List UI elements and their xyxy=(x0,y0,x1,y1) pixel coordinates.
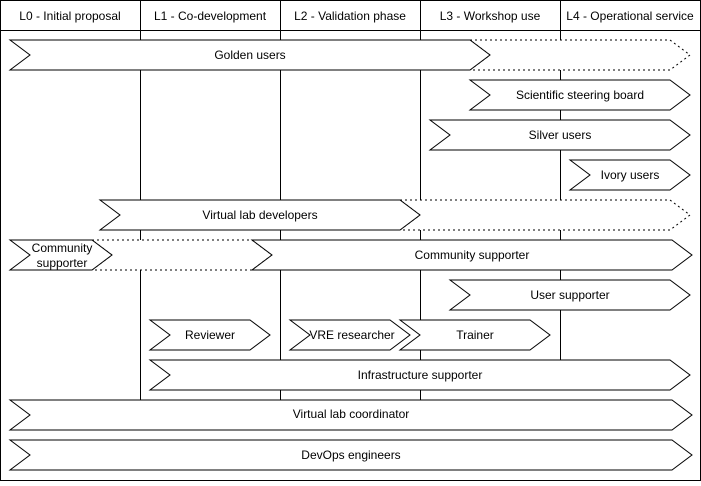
virtual-lab-developers-arrow xyxy=(98,199,421,231)
community-supporter-early-label-line-1: Community xyxy=(32,241,93,255)
phase-header-l2: L2 - Validation phase xyxy=(294,9,406,23)
phase-header-l1: L1 - Co-development xyxy=(154,9,267,23)
devops-engineers-label: DevOps engineers xyxy=(301,448,400,462)
user-supporter-arrow xyxy=(448,279,691,311)
scientific-steering-board-label: Scientific steering board xyxy=(516,88,644,102)
virtual-lab-developers-label: Virtual lab developers xyxy=(202,208,317,222)
trainer-arrow xyxy=(398,319,551,351)
golden-users-extension-arrow xyxy=(468,39,691,71)
reviewer-label: Reviewer xyxy=(185,328,235,342)
silver-users-label: Silver users xyxy=(529,128,592,142)
community-supporter-early-arrow xyxy=(8,239,113,271)
golden-users-arrow xyxy=(8,39,491,71)
phase-header-l3: L3 - Workshop use xyxy=(440,9,541,23)
community-supporter-arrow xyxy=(250,239,693,271)
virtual-lab-developers-extension-arrow xyxy=(398,199,691,231)
user-supporter-label: User supporter xyxy=(530,288,609,302)
ivory-users-arrow xyxy=(568,159,691,191)
infrastructure-supporter-arrow xyxy=(148,359,691,391)
phase-header-l4: L4 - Operational service xyxy=(566,9,694,23)
phase-header-l0: L0 - Initial proposal xyxy=(19,9,120,23)
ivory-users-label: Ivory users xyxy=(601,168,660,182)
reviewer-arrow xyxy=(148,319,271,351)
scientific-steering-board-arrow xyxy=(468,79,691,111)
devops-engineers-arrow xyxy=(8,439,693,471)
golden-users-label: Golden users xyxy=(214,48,285,62)
virtual-lab-coordinator-label: Virtual lab coordinator xyxy=(293,407,410,421)
silver-users-arrow xyxy=(428,119,691,151)
community-supporter-connector-arrow xyxy=(90,239,273,271)
virtual-lab-coordinator-arrow xyxy=(8,399,693,431)
community-supporter-early-label-line-2: supporter xyxy=(37,256,88,270)
trainer-label: Trainer xyxy=(456,328,494,342)
vre-researcher-arrow xyxy=(288,319,411,351)
community-supporter-label: Community supporter xyxy=(415,248,530,262)
vre-researcher-label: VRE researcher xyxy=(309,328,394,342)
infrastructure-supporter-label: Infrastructure supporter xyxy=(358,368,483,382)
